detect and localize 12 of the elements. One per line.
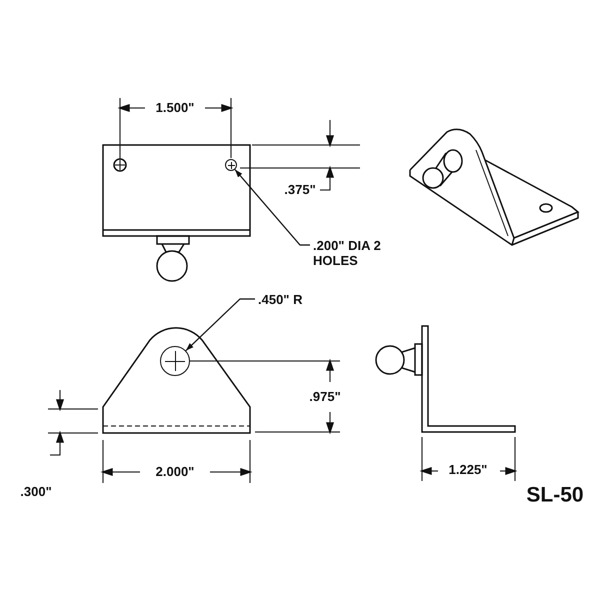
- dimension-text: .975": [309, 390, 341, 404]
- leader-line: [234, 169, 310, 246]
- dimension-text: 2.000": [156, 464, 194, 480]
- leader-line: [185, 298, 255, 352]
- part-number: SL-50: [526, 483, 584, 507]
- callout-text: .200" DIA 2 HOLES: [313, 238, 393, 268]
- dimension-text: 1.225": [448, 462, 488, 478]
- dimension-text: .300": [20, 484, 52, 500]
- hole-circle: [160, 346, 190, 376]
- dimension-text: .375": [284, 182, 316, 198]
- dimension-text: 1.500": [156, 100, 194, 116]
- callout-text: .450" R: [258, 292, 328, 307]
